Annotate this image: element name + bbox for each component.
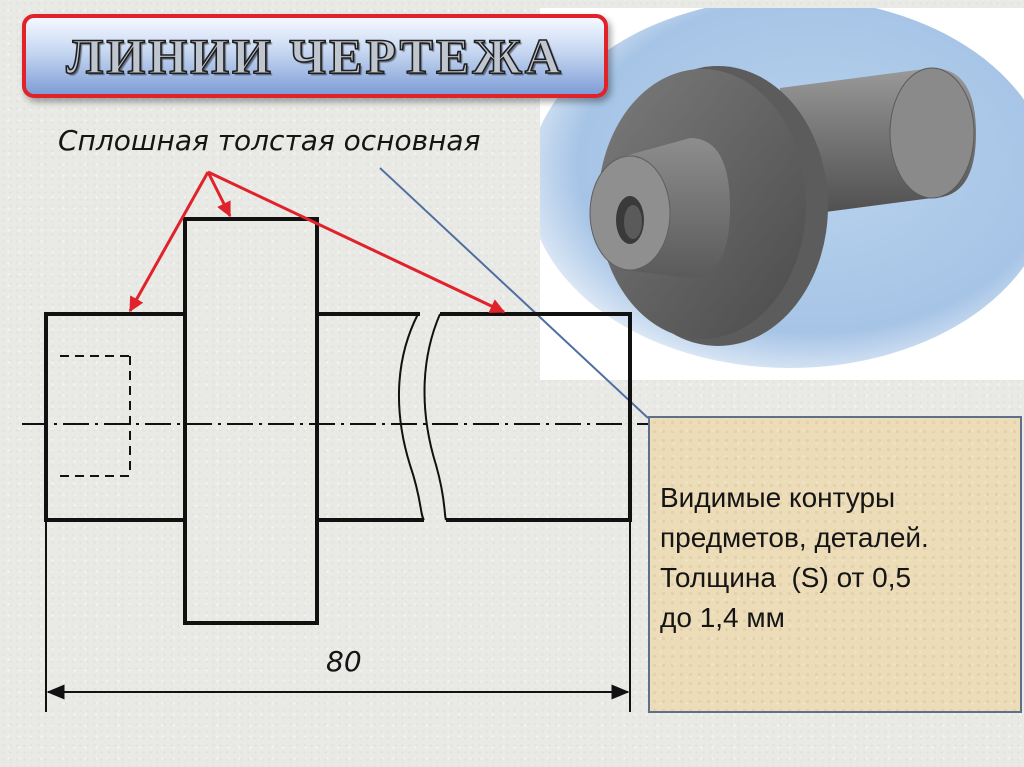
callout-box: Видимые контуры предметов, деталей. Толщ… [648,416,1022,713]
callout-text: Видимые контуры предметов, деталей. Толщ… [660,478,1010,638]
callout-line: Толщина (S) от 0,5 [660,562,912,593]
line-type-label: Сплошная толстая основная [58,124,481,157]
part-3d-render [540,8,1024,380]
red-arrows [128,170,506,314]
hidden-hole [60,355,131,477]
slide-title: ЛИНИИ ЧЕРТЕЖА [65,27,564,85]
title-badge: ЛИНИИ ЧЕРТЕЖА [22,14,608,98]
part-boss [589,138,730,278]
visible-contour [44,217,632,625]
dimension-value: 80 [326,645,362,678]
callout-line: до 1,4 мм [660,602,785,633]
callout-line: предметов, деталей. [660,522,929,553]
callout-line: Видимые контуры [660,482,896,513]
leader-line [379,167,649,419]
part-shaft [780,67,976,218]
dimension-extension-lines [45,522,631,712]
break-lines [397,313,447,521]
